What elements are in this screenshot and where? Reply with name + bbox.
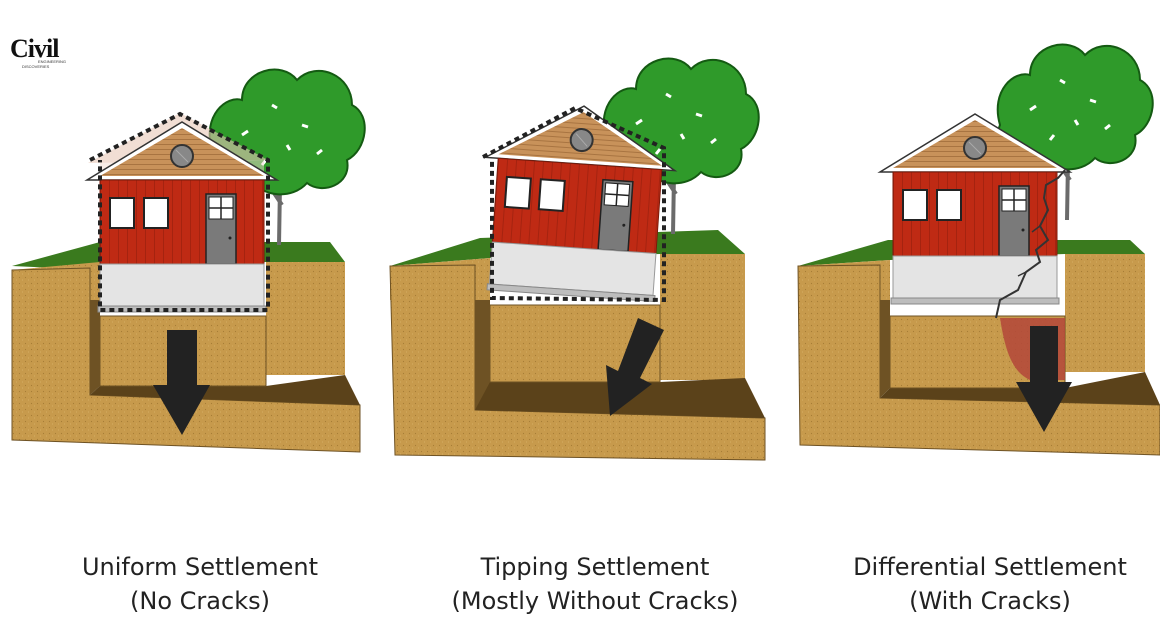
caption-uniform: Uniform Settlement (No Cracks) — [30, 550, 370, 618]
caption-title: Tipping Settlement — [480, 553, 710, 581]
logo-text: Civil — [10, 34, 59, 63]
panel-tipping — [389, 56, 766, 461]
settlement-arrow — [1016, 326, 1072, 432]
caption-title: Differential Settlement — [853, 553, 1127, 581]
caption-differential: Differential Settlement (With Cracks) — [820, 550, 1160, 618]
caption-tipping: Tipping Settlement (Mostly Without Crack… — [425, 550, 765, 618]
settlement-arrow — [606, 318, 664, 416]
panel-uniform — [11, 67, 367, 453]
settlement-arrow — [153, 330, 210, 435]
caption-title: Uniform Settlement — [81, 553, 319, 581]
caption-subtitle: (No Cracks) — [130, 587, 270, 615]
logo-subtext-discoveries: DISCOVERIES — [22, 64, 50, 69]
caption-subtitle: (Mostly Without Cracks) — [451, 587, 739, 615]
logo-subtext-engineering: ENGINEERING — [38, 59, 67, 64]
caption-subtitle: (With Cracks) — [909, 587, 1071, 615]
logo: Civil ENGINEERING DISCOVERIES — [8, 34, 72, 70]
panel-differential — [797, 42, 1160, 456]
